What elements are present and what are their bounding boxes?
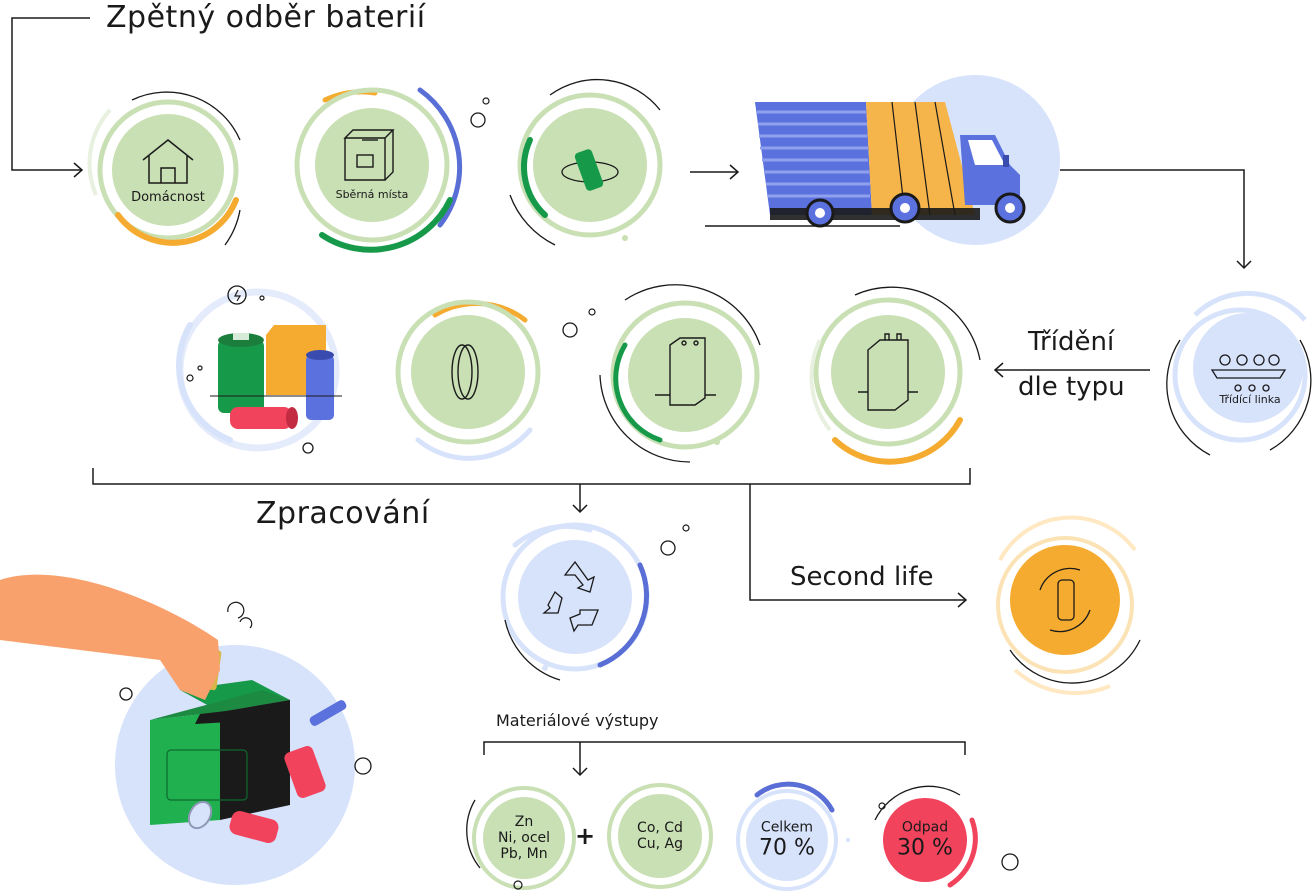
flow-line-to-sorting (1060, 169, 1245, 268)
total-label: Celkem (760, 819, 814, 836)
household-node (87, 91, 241, 246)
waste-value: 30 % (897, 835, 953, 861)
material-outputs-label: Materiálové výstupy (496, 711, 659, 730)
recycle-icon (542, 560, 599, 633)
output-metal-item: Pb, Mn (500, 846, 548, 863)
truck-icon (755, 101, 1026, 228)
total-value: 70 % (759, 835, 815, 861)
outputs-row (466, 781, 1019, 891)
sorting-line-node (1166, 290, 1312, 456)
coin-battery-icon (451, 344, 479, 400)
conveyor-icon (1210, 354, 1287, 392)
house-icon (142, 139, 194, 184)
plus-sign: + (575, 822, 596, 850)
arrow-head-icon (729, 164, 740, 180)
sorting-line-label: Třídící linka (1219, 393, 1281, 406)
coin-battery-node (395, 299, 596, 461)
page-title: Zpětný odběr baterií (106, 0, 426, 35)
output-metal-item: Co, Cd (637, 819, 683, 836)
output-metal-item: Ni, ocel (497, 829, 551, 846)
batteries-group (176, 285, 342, 454)
arrow-head-icon (572, 767, 588, 777)
collection-points-node (294, 87, 490, 253)
sorting-by-type-label-line1: Třídění (1028, 327, 1115, 357)
second-life-node (996, 515, 1141, 695)
output-group-metals-2: Co, Cd Cu, Ag (637, 820, 683, 852)
waste-output: Odpad 30 % (897, 819, 953, 860)
total-output: Celkem 70 % (759, 819, 815, 860)
arrow-head-icon (993, 362, 1004, 378)
output-group-metals-1: Zn Ni, ocel Pb, Mn (498, 814, 550, 862)
battery-swap-icon (561, 149, 619, 191)
nine-volt-battery-icon (655, 337, 716, 406)
collection-box-icon (343, 129, 395, 181)
square-battery-node (809, 286, 981, 465)
second-life-label: Second life (790, 562, 934, 592)
truck-node (755, 75, 1060, 245)
output-metal-item: Cu, Ag (636, 836, 684, 852)
flow-line-start (11, 17, 90, 171)
output-metal-item: Zn (514, 813, 534, 830)
collection-box-illustration (0, 574, 372, 885)
sorting-by-type-label-line2: dle typu (1018, 372, 1125, 402)
lightning-icon (227, 285, 247, 305)
battery-transfer-node (509, 78, 663, 246)
flow-lines (11, 17, 1252, 777)
rotating-battery-icon (1039, 567, 1091, 633)
arrow-head-icon (572, 504, 588, 514)
household-label: Domácnost (131, 190, 205, 205)
nine-volt-battery-node (599, 284, 761, 463)
arrow-head-icon (73, 162, 84, 178)
arrow-head-icon (1236, 260, 1252, 270)
waste-label: Odpad (901, 819, 949, 836)
flow-line-second-life (749, 484, 966, 601)
collection-points-label: Sběrná místa (335, 188, 409, 201)
battery-stack-icon (210, 325, 342, 429)
outputs-bracket (483, 741, 966, 755)
processing-bracket (92, 468, 971, 485)
square-battery-icon (858, 333, 918, 411)
recycling-node (500, 522, 690, 681)
arrow-head-icon (957, 592, 968, 608)
processing-label: Zpracování (256, 496, 430, 531)
